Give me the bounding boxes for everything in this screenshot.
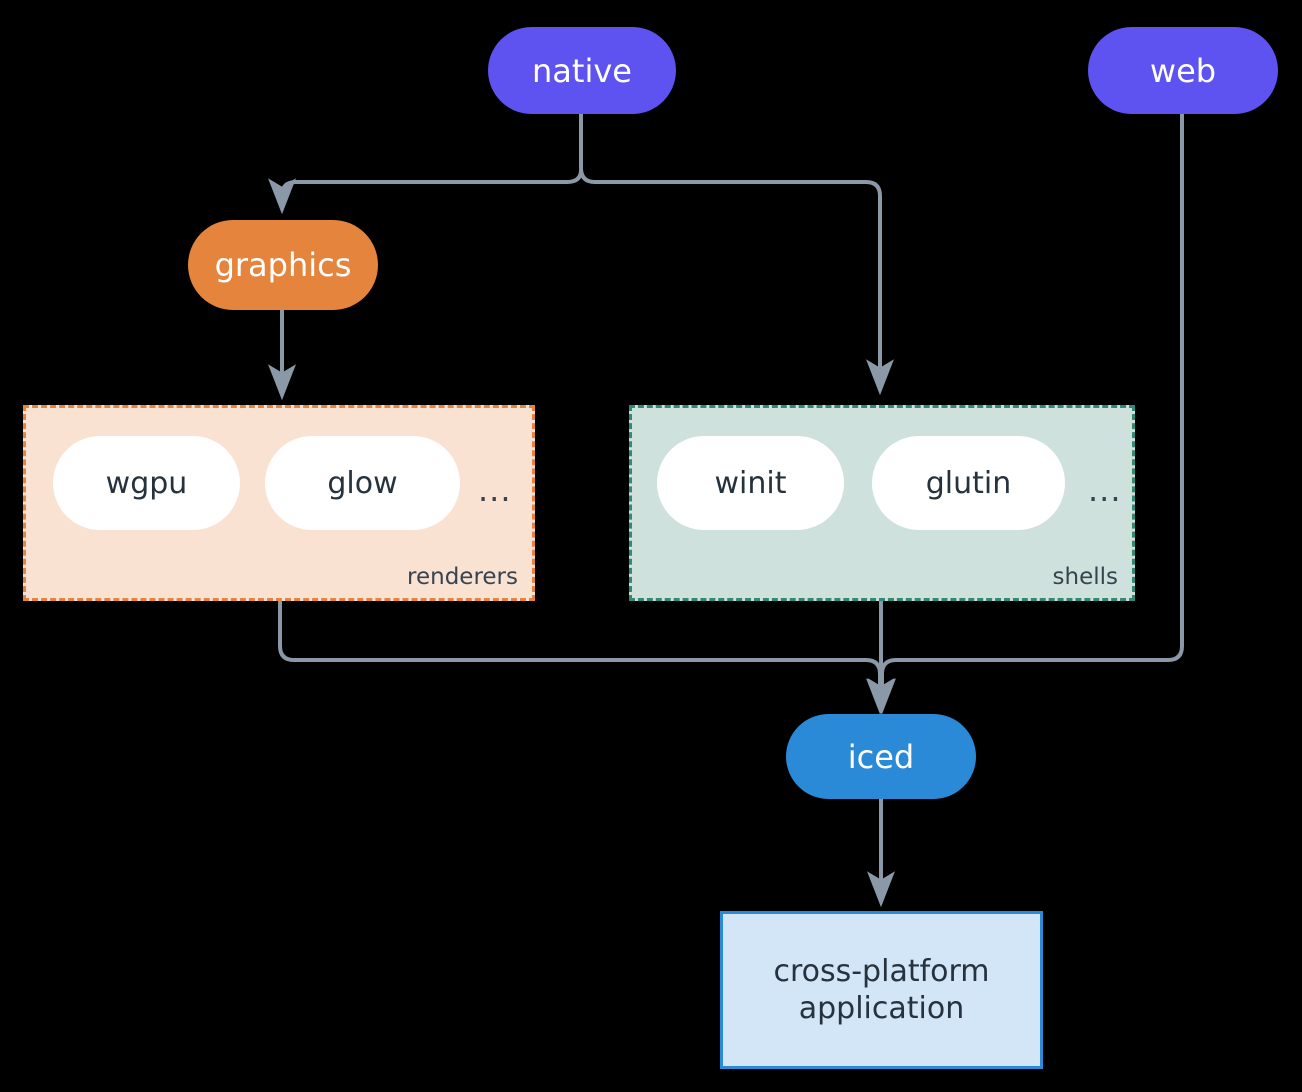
node-web[interactable]: web [1088, 27, 1278, 114]
node-application-line2: application [798, 991, 965, 1026]
edge-renderers-to-iced [278, 599, 894, 715]
renderers-overflow-ellipsis: ... [478, 471, 512, 509]
node-iced-label: iced [847, 737, 915, 776]
group-renderers-label: renderers [407, 564, 518, 590]
node-web-label: web [1149, 51, 1217, 90]
node-graphics[interactable]: graphics [188, 220, 378, 310]
node-application-line1: cross-platform [773, 953, 990, 989]
edge-native-fork [579, 111, 894, 396]
group-shells: winit glutin ... shells [629, 405, 1135, 601]
node-winit-label: winit [714, 465, 787, 501]
node-glow-label: glow [327, 465, 398, 501]
node-graphics-label: graphics [214, 246, 352, 284]
node-wgpu[interactable]: wgpu [53, 436, 240, 530]
node-native[interactable]: native [488, 27, 676, 114]
node-wgpu-label: wgpu [105, 465, 188, 501]
group-shells-label: shells [1052, 564, 1118, 590]
group-renderers: wgpu glow ... renderers [23, 405, 535, 601]
shells-overflow-ellipsis: ... [1088, 471, 1122, 509]
node-iced[interactable]: iced [786, 714, 976, 799]
node-application[interactable]: cross-platform application [720, 911, 1043, 1069]
node-glutin[interactable]: glutin [872, 436, 1065, 530]
node-winit[interactable]: winit [657, 436, 844, 530]
node-native-label: native [532, 51, 632, 90]
node-glow[interactable]: glow [265, 436, 460, 530]
edge-native-to-graphics [268, 168, 583, 215]
node-glutin-label: glutin [925, 465, 1012, 501]
